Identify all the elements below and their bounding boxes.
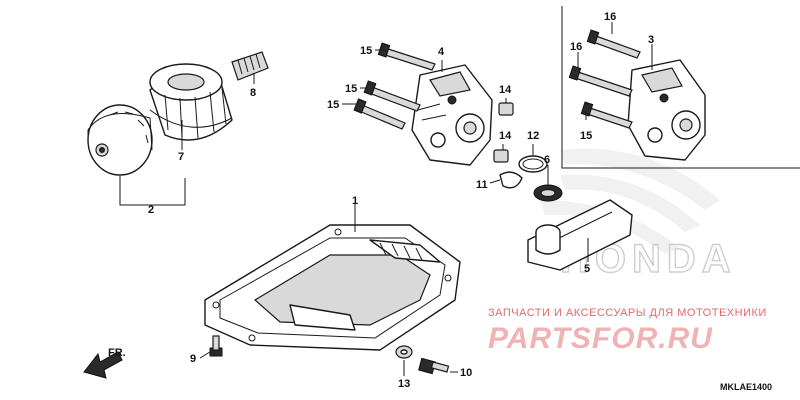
callout-7: 7 <box>178 151 184 163</box>
dowel-pin-lower <box>493 149 509 163</box>
callout-16-b: 16 <box>570 41 582 53</box>
front-direction-label: FR. <box>108 347 126 359</box>
callout-16-a: 16 <box>604 11 616 23</box>
callout-8: 8 <box>250 87 256 99</box>
callout-11: 11 <box>476 179 488 191</box>
callout-9: 9 <box>190 353 196 365</box>
callout-14-lower: 14 <box>499 130 512 142</box>
oil-filter-body <box>149 63 233 141</box>
callout-15-d: 15 <box>580 130 592 142</box>
callout-15-b: 15 <box>345 83 357 95</box>
bolt-15-d <box>580 101 633 129</box>
bolt-15-a <box>377 42 436 71</box>
oil-filter-front <box>87 104 153 176</box>
bolt-16-a <box>586 29 641 59</box>
callout-1: 1 <box>352 195 358 207</box>
callout-4: 4 <box>438 46 445 58</box>
inset-frame <box>561 6 800 169</box>
oil-pump-inset <box>627 59 706 161</box>
dowel-pin-upper <box>498 102 514 116</box>
callout-3: 3 <box>648 34 654 46</box>
leader-lines <box>119 22 653 376</box>
bolt-15-b <box>363 80 421 112</box>
oil-pan <box>204 224 461 351</box>
shop-logo-watermark: PARTSFOR.RU <box>488 322 713 355</box>
shop-tagline-watermark: ЗАПЧАСТИ И АКСЕССУАРЫ ДЛЯ МОТОТЕХНИКИ <box>488 307 767 319</box>
oil-seal <box>533 184 563 202</box>
bolt-16-b <box>568 65 633 97</box>
oil-strainer <box>527 199 633 271</box>
callout-15-c: 15 <box>327 99 339 111</box>
callout-2: 2 <box>148 204 154 216</box>
honda-wing-watermark <box>540 148 720 254</box>
callout-12: 12 <box>527 130 539 142</box>
callout-5: 5 <box>584 263 590 275</box>
drain-bolt <box>418 357 450 375</box>
callout-10: 10 <box>460 367 472 379</box>
bolt-9 <box>209 335 223 357</box>
callout-13: 13 <box>398 378 410 390</box>
bolt-15-c <box>353 98 406 130</box>
o-ring-11 <box>499 171 523 189</box>
diagram-code: MKLAE1400 <box>720 382 772 392</box>
stud-bolt <box>231 51 269 81</box>
callout-14-upper: 14 <box>499 84 512 96</box>
callout-6: 6 <box>544 154 550 166</box>
callout-15-a: 15 <box>360 45 372 57</box>
oil-pump <box>411 64 493 166</box>
front-direction-arrow-icon <box>83 351 123 379</box>
